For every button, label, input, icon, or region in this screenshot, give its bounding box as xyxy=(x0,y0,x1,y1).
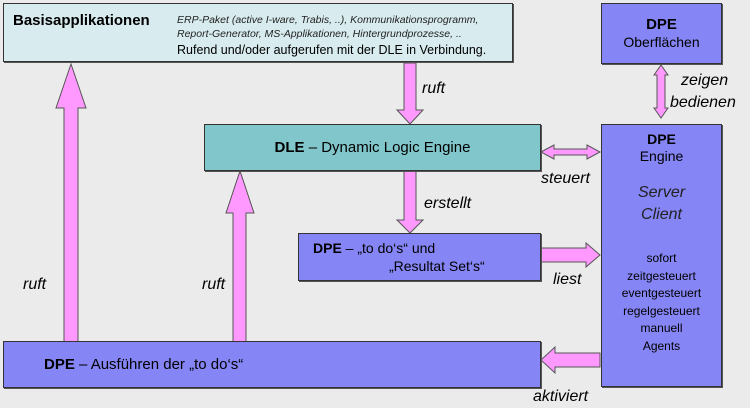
engine-trigger: regelgesteuert xyxy=(623,303,700,318)
label-ruft-mid: ruft xyxy=(202,276,226,293)
todos-line-2: „Resultat Set‘s“ xyxy=(389,258,485,274)
arrow-basis-to-dle xyxy=(395,62,425,125)
dpe-engine-box: DPE Engine Server Client sofort zeitgest… xyxy=(601,124,722,387)
execute-title-bold: DPE xyxy=(44,356,75,373)
engine-trigger: sofort xyxy=(646,251,677,265)
engine-trigger: eventgesteuert xyxy=(621,286,702,300)
label-aktiviert: aktiviert xyxy=(533,388,589,405)
arrow-execute-to-basis xyxy=(55,62,87,343)
label-liest: liest xyxy=(553,271,582,288)
arrow-dle-to-todos xyxy=(395,170,425,234)
engine-mode-server: Server xyxy=(637,184,686,201)
label-ruft-top: ruft xyxy=(422,80,446,97)
arrow-dle-engine-bidirectional xyxy=(539,144,602,160)
dpe-todos-box: DPE – „to do‘s“ und „Resultat Set‘s“ xyxy=(298,233,541,281)
basis-title: Basisapplikationen xyxy=(13,12,150,29)
todos-title-bold: DPE xyxy=(313,240,342,256)
todos-line-1-rest: – „to do‘s“ und xyxy=(341,240,436,256)
label-zeigen: zeigen xyxy=(681,72,729,89)
arrow-execute-to-dle xyxy=(225,169,255,343)
basis-line-3: Rufend und/oder aufgerufen mit der DLE i… xyxy=(177,43,487,57)
dpe-surfaces-box: DPE Oberflächen xyxy=(601,3,722,64)
engine-trigger: Agents xyxy=(642,338,681,353)
engine-trigger: manuell xyxy=(640,321,683,335)
dpe-surfaces-subtitle: Oberflächen xyxy=(623,34,700,50)
basis-line-2: Report-Generator, MS-Applikationen, Hint… xyxy=(177,28,462,40)
basis-applications-box: Basisapplikationen ERP-Paket (active I-w… xyxy=(3,3,513,62)
todos-line-1: DPE – „to do‘s“ und xyxy=(313,240,435,256)
engine-mode-client: Client xyxy=(641,206,682,223)
basis-line-1: ERP-Paket (active I-ware, Trabis, ..), K… xyxy=(177,14,479,26)
arrow-surfaces-engine-bidirectional xyxy=(653,64,669,119)
engine-trigger-list: sofort zeitgesteuert eventgesteuert rege… xyxy=(602,250,721,355)
dle-title-rest: – Dynamic Logic Engine xyxy=(304,139,471,156)
dpe-surfaces-title: DPE xyxy=(646,16,677,33)
label-ruft-left: ruft xyxy=(23,276,47,293)
dle-title-bold: DLE xyxy=(274,139,305,156)
label-bedienen: bedienen xyxy=(670,94,736,111)
engine-trigger: zeitgesteuert xyxy=(627,268,696,283)
dle-box: DLE – Dynamic Logic Engine xyxy=(204,124,541,171)
engine-title: DPE xyxy=(647,131,676,147)
execute-title: DPE – Ausführen der „to do‘s“ xyxy=(44,356,243,373)
engine-subtitle: Engine xyxy=(639,148,684,164)
arrow-engine-to-execute xyxy=(540,345,601,375)
execute-title-rest: – Ausführen der „to do‘s“ xyxy=(74,356,244,373)
arrow-todos-to-engine xyxy=(540,241,601,269)
dpe-execute-box: DPE – Ausführen der „to do‘s“ xyxy=(3,341,541,388)
label-erstellt: erstellt xyxy=(424,195,472,212)
label-steuert: steuert xyxy=(541,170,590,187)
